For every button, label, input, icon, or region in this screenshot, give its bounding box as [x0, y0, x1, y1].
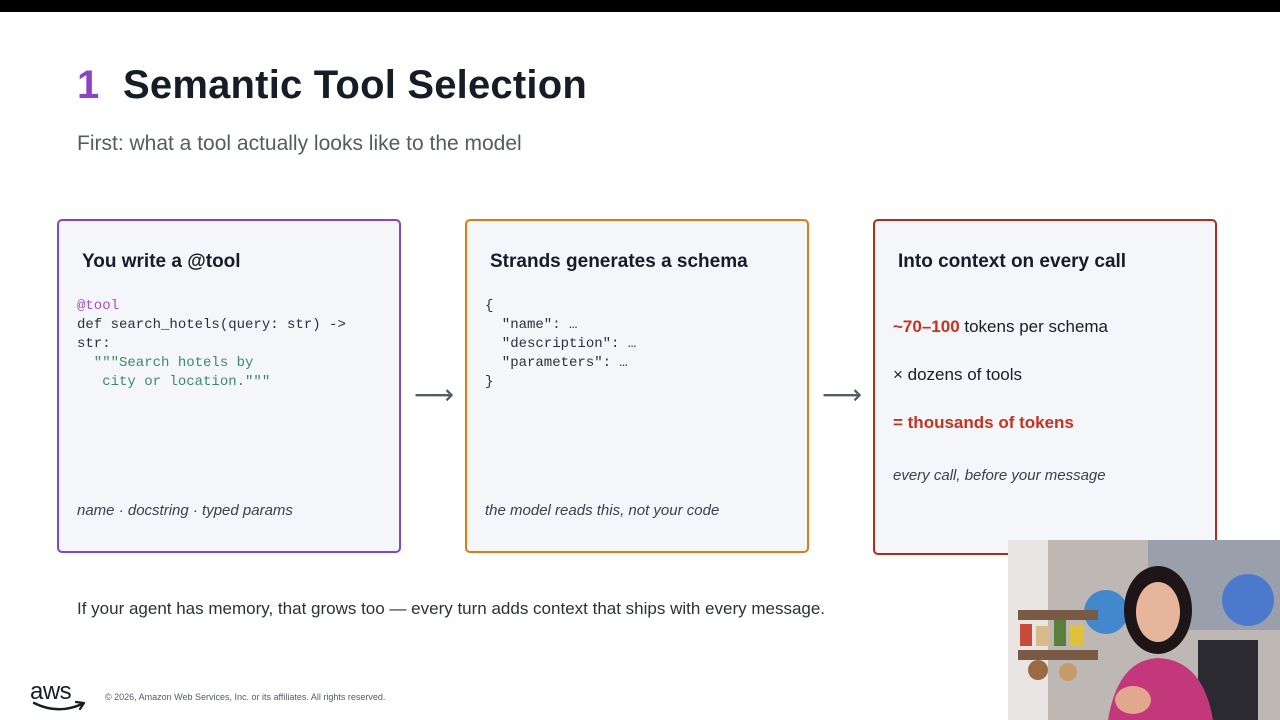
slide-number: 1 — [77, 62, 100, 107]
tool-code-block: @tool def search_hotels(query: str) -> s… — [77, 297, 346, 392]
code-def: def search_hotels(query: str) -> str: — [77, 317, 346, 352]
tokens-per-schema-text: tokens per schema — [959, 317, 1109, 336]
card-context: Into context on every call ~70–100 token… — [873, 219, 1217, 555]
token-range: ~70–100 — [893, 317, 960, 336]
card-context-title: Into context on every call — [898, 251, 1127, 272]
tokens-per-schema-line: ~70–100 tokens per schema — [893, 317, 1108, 337]
card-write-tool-footer: name · docstring · typed params — [77, 502, 293, 519]
card-write-tool-title: You write a @tool — [82, 251, 241, 272]
card-schema: Strands generates a schema { "name": … "… — [465, 219, 809, 553]
code-docstring: """Search hotels by city or location.""" — [93, 355, 271, 390]
top-bar — [0, 0, 1280, 12]
right-arrow-icon: ⟶ — [414, 379, 455, 410]
dozens-of-tools-line: × dozens of tools — [893, 365, 1023, 384]
card-schema-title: Strands generates a schema — [490, 251, 748, 272]
context-note: every call, before your message — [893, 467, 1106, 484]
slide-title: 1 Semantic Tool Selection — [77, 60, 587, 110]
aws-logo-text: aws — [30, 678, 72, 705]
copyright: © 2026, Amazon Web Services, Inc. or its… — [105, 692, 386, 702]
right-arrow-icon: ⟶ — [822, 379, 863, 410]
card-schema-footer: the model reads this, not your code — [485, 502, 720, 519]
card-write-tool: You write a @tool @tool def search_hotel… — [57, 219, 401, 553]
presenter-video-frame — [1008, 540, 1280, 720]
presenter-webcam — [1008, 540, 1280, 720]
aws-logo: aws — [30, 678, 88, 714]
slide-subtitle: First: what a tool actually looks like t… — [77, 132, 522, 155]
slide-title-text: Semantic Tool Selection — [123, 62, 587, 107]
aws-smile-icon — [32, 700, 86, 711]
code-decorator: @tool — [77, 298, 120, 314]
thousands-of-tokens-line: = thousands of tokens — [893, 413, 1074, 432]
memory-note: If your agent has memory, that grows too… — [77, 599, 826, 618]
schema-code-block: { "name": … "description": … "parameters… — [485, 298, 637, 390]
